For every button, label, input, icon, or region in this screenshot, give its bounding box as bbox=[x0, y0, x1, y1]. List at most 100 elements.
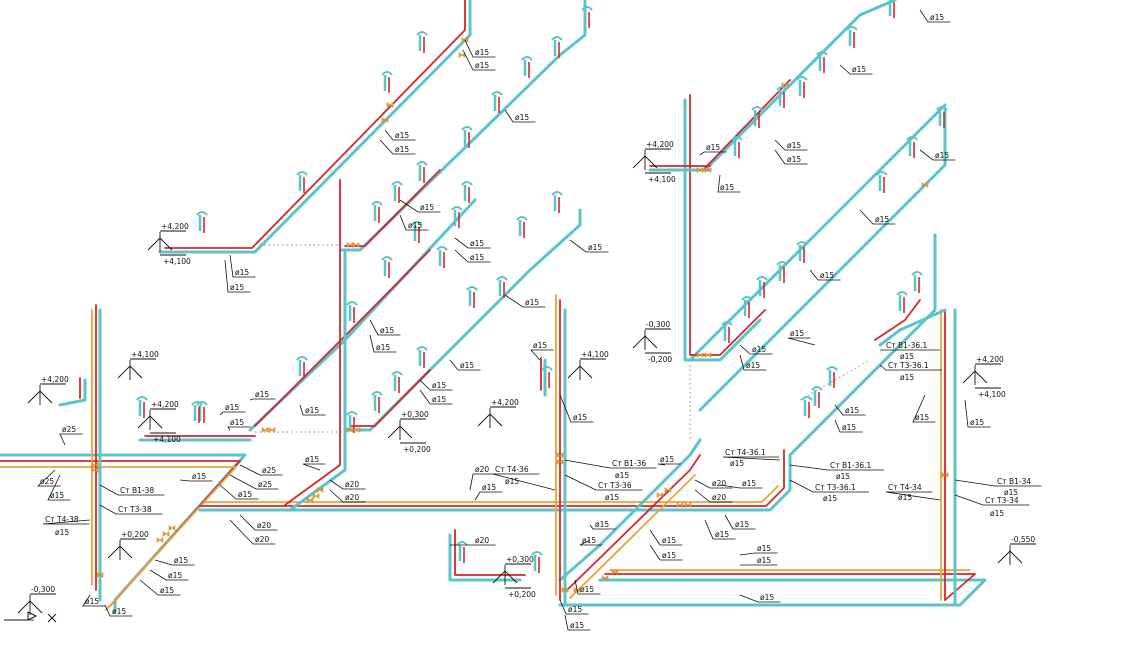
faucet-icon bbox=[721, 321, 733, 326]
valve-icon bbox=[162, 530, 170, 538]
riser-callout-0: Ст В1-38 bbox=[99, 484, 165, 496]
callout-33: ø15 bbox=[787, 329, 816, 346]
leader-line bbox=[649, 544, 683, 561]
leader-line bbox=[574, 579, 601, 595]
leader-line bbox=[419, 389, 453, 405]
callout-37: ø15 bbox=[964, 399, 991, 428]
callout-62: ø15 bbox=[649, 544, 683, 561]
faucet-icon bbox=[906, 136, 918, 141]
leader-line bbox=[154, 559, 195, 566]
diameter-label: ø15 bbox=[580, 585, 594, 594]
valve-icon bbox=[684, 501, 692, 509]
diameter-label: ø15 bbox=[662, 536, 676, 545]
diameter-label: ø15 bbox=[230, 283, 244, 292]
diameter-label: ø15 bbox=[470, 253, 484, 262]
diameter-label: ø15 bbox=[915, 413, 929, 422]
faucet-icon bbox=[296, 356, 308, 361]
diameter-label: ø15 bbox=[746, 361, 760, 370]
valve-icon bbox=[941, 471, 949, 479]
callout-39: ø15 bbox=[559, 394, 594, 423]
diameter-label: ø25 bbox=[258, 480, 272, 489]
diameter-label: ø15 bbox=[112, 607, 126, 616]
fixture-43 bbox=[801, 396, 813, 418]
diameter-label: ø15 bbox=[305, 406, 319, 415]
diameter-label: ø15 bbox=[715, 530, 729, 539]
riser-label: Ст В1-38 bbox=[120, 486, 154, 495]
riser-diameter: ø15 bbox=[900, 352, 914, 361]
leader-line bbox=[474, 491, 503, 501]
level-mark-13: -0,550 bbox=[997, 535, 1036, 565]
elevation-marks: +4,200+4,100+4,200+4,100+4,200+4,100+4,2… bbox=[17, 140, 1036, 615]
diameter-label: ø15 bbox=[475, 61, 489, 70]
leader-line bbox=[219, 411, 246, 416]
leader-line bbox=[369, 319, 401, 336]
level-mark-2: +4,200 bbox=[27, 375, 69, 405]
diameter-label: ø15 bbox=[790, 329, 804, 338]
diameter-label: ø15 bbox=[845, 406, 859, 415]
faucet-icon bbox=[381, 71, 393, 76]
leader-line bbox=[399, 214, 429, 231]
faucet-icon bbox=[521, 56, 533, 61]
callout-16: ø15 bbox=[419, 379, 453, 391]
valve-icon bbox=[96, 571, 104, 579]
level-value: +4,100 bbox=[131, 350, 159, 359]
diameter-label: ø20 bbox=[345, 480, 359, 489]
faucet-icon bbox=[751, 106, 763, 111]
leader-line bbox=[559, 599, 589, 615]
callout-32: ø15 bbox=[739, 354, 767, 371]
leader-line bbox=[462, 49, 496, 71]
axis-indicator bbox=[4, 611, 57, 623]
valve-icon bbox=[601, 574, 609, 582]
level-value: +4,200 bbox=[646, 140, 674, 149]
callout-57: ø15 bbox=[719, 479, 763, 489]
level-value-lower: +4,100 bbox=[153, 435, 181, 444]
fixture-23 bbox=[391, 371, 403, 393]
riser-label: Ст В1-34 bbox=[997, 477, 1031, 486]
faucet-icon bbox=[456, 541, 468, 546]
fixtures-group bbox=[136, 0, 948, 573]
level-value: +4,200 bbox=[491, 398, 519, 407]
leader-line bbox=[694, 489, 733, 503]
level-value-lower: +4,100 bbox=[648, 175, 676, 184]
leader-line bbox=[912, 394, 936, 423]
fixture-2 bbox=[381, 71, 393, 93]
callout-48: ø20 bbox=[229, 519, 276, 545]
diameter-label: ø15 bbox=[238, 490, 252, 499]
pipe-orange-2 bbox=[0, 466, 237, 611]
level-mark-0: +4,200+4,100 bbox=[147, 222, 191, 266]
leader-line bbox=[42, 519, 91, 525]
pipe-cyan-3 bbox=[198, 233, 937, 512]
leader-line bbox=[299, 404, 326, 416]
diameter-label: ø15 bbox=[757, 544, 771, 553]
callout-64: ø20 bbox=[450, 536, 496, 546]
faucet-icon bbox=[346, 411, 358, 416]
callout-14: ø15 bbox=[504, 294, 546, 308]
leader-line bbox=[919, 149, 956, 161]
leader-line bbox=[379, 139, 416, 155]
leader-line bbox=[99, 484, 165, 496]
valve-icon bbox=[696, 166, 704, 174]
pipe-orange-5 bbox=[204, 485, 779, 503]
faucet-icon bbox=[801, 396, 813, 401]
level-mark-12: +0,300+0,200 bbox=[492, 555, 536, 599]
diameter-label: ø15 bbox=[720, 183, 734, 192]
leader-line bbox=[229, 519, 276, 545]
diameter-label: ø25 bbox=[40, 477, 54, 486]
diameter-label: ø15 bbox=[935, 151, 949, 160]
valve-icon bbox=[386, 101, 394, 109]
diameter-label: ø15 bbox=[573, 413, 587, 422]
fixture-30 bbox=[756, 276, 768, 298]
callout-52: ø20 bbox=[469, 465, 496, 491]
fixture-33 bbox=[731, 136, 743, 158]
faucet-icon bbox=[461, 181, 473, 186]
diameter-label: ø15 bbox=[533, 341, 547, 350]
leader-line bbox=[739, 354, 767, 371]
callout-59: ø15 bbox=[704, 519, 736, 540]
level-value-lower: +0,200 bbox=[403, 445, 431, 454]
diameter-label: ø15 bbox=[820, 271, 834, 280]
riser-label: Ст Т3-36 bbox=[598, 481, 632, 490]
faucet-icon bbox=[416, 161, 428, 166]
fixture-8 bbox=[371, 201, 383, 223]
